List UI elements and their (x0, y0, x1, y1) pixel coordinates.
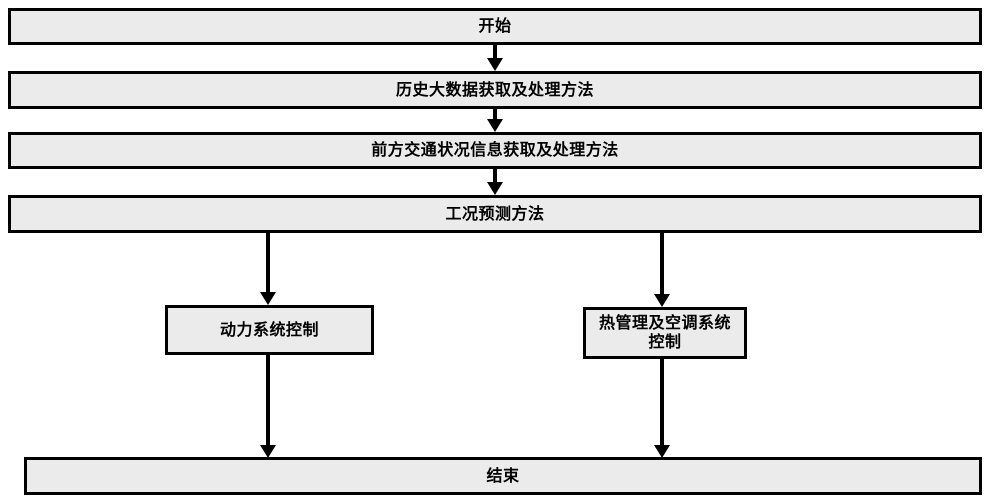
node-front-traffic-info-method-label: 前方交通状况信息获取及处理方法 (371, 140, 619, 160)
connector-shaft (660, 359, 664, 446)
connector-shaft (493, 45, 497, 59)
connector-predict-to-power (260, 233, 276, 305)
connector-shaft (266, 355, 270, 446)
node-driving-condition-prediction-method[interactable]: 工况预测方法 (8, 195, 982, 233)
connector-traffic-to-predict (487, 169, 503, 195)
node-historical-big-data-method-label: 历史大数据获取及处理方法 (395, 79, 594, 99)
arrowhead-icon (260, 292, 276, 305)
node-thermal-and-hvac-system-control-label: 热管理及空调系统控制 (598, 313, 731, 351)
connector-predict-to-thermal (654, 233, 670, 307)
node-powertrain-system-control-label: 动力系统控制 (219, 319, 319, 339)
node-powertrain-system-control[interactable]: 动力系统控制 (165, 305, 374, 355)
node-end-label: 结束 (486, 465, 520, 485)
node-front-traffic-info-method[interactable]: 前方交通状况信息获取及处理方法 (8, 132, 982, 169)
connector-shaft (266, 233, 270, 293)
arrowhead-icon (487, 119, 503, 132)
arrowhead-icon (487, 182, 503, 195)
node-end[interactable]: 结束 (24, 457, 982, 495)
node-historical-big-data-method[interactable]: 历史大数据获取及处理方法 (8, 71, 982, 109)
connector-shaft (660, 233, 664, 295)
connector-power-to-end (260, 355, 276, 458)
node-start-label: 开始 (478, 16, 512, 36)
arrowhead-icon (654, 445, 670, 458)
connector-thermal-to-end (654, 359, 670, 458)
arrowhead-icon (260, 445, 276, 458)
arrowhead-icon (487, 58, 503, 71)
node-start[interactable]: 开始 (8, 8, 982, 45)
node-thermal-and-hvac-system-control[interactable]: 热管理及空调系统控制 (583, 307, 747, 359)
node-driving-condition-prediction-method-label: 工况预测方法 (445, 203, 545, 223)
connector-shaft (493, 169, 497, 183)
connector-shaft (493, 109, 497, 120)
connector-start-to-hist (487, 45, 503, 71)
arrowhead-icon (654, 294, 670, 307)
connector-hist-to-traffic (487, 109, 503, 132)
